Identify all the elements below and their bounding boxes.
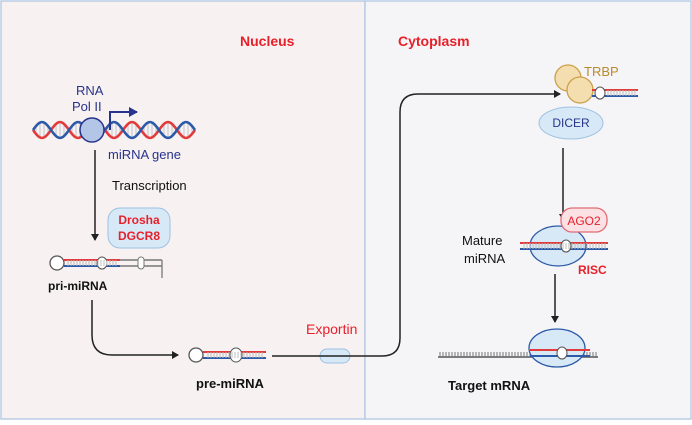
rna-polymerase-icon (79, 117, 105, 143)
cytoplasm-region (364, 0, 692, 420)
pre-mirna-label: pre-miRNA (196, 376, 265, 391)
exportin-label: Exportin (306, 321, 357, 337)
trbp-label: TRBP (584, 64, 619, 79)
target-mrna-label: Target mRNA (448, 378, 531, 393)
mirna-gene-label: miRNA gene (108, 147, 181, 162)
trbp-protein (554, 64, 594, 104)
pri-mirna-structure (49, 255, 163, 278)
target-bound-mirna (530, 346, 590, 360)
pri-mirna-label: pri-miRNA (48, 279, 108, 293)
ago2-protein (560, 207, 608, 233)
risc-on-target (528, 328, 586, 368)
dgcr8-label: DGCR8 (118, 229, 160, 243)
export-arrow (272, 90, 561, 357)
mature-mirna-strand (520, 239, 608, 253)
cytoplasm-label: Cytoplasm (398, 33, 470, 49)
dicer-label: DICER (552, 116, 590, 130)
risc-label: RISC (578, 263, 607, 277)
nucleus-label: Nucleus (240, 33, 295, 49)
ago2-label: AGO2 (567, 214, 601, 228)
rna-pol-label-line2: Pol II (72, 99, 102, 114)
dicer-bound-mirna (592, 86, 638, 100)
transcription-label: Transcription (112, 178, 187, 193)
pre-mirna-structure (188, 347, 266, 363)
nucleus-region (0, 0, 366, 420)
dna-strand-blue (31, 120, 197, 140)
dicer-protein (538, 106, 604, 140)
drosha-dgcr8-complex (107, 207, 171, 249)
dna-strand-red (31, 120, 197, 140)
transcription-start-arrow (109, 107, 138, 130)
rna-pol-label-line1: RNA (76, 83, 104, 98)
pri-to-pre-arrow (91, 300, 179, 359)
drosha-label: Drosha (118, 213, 160, 227)
mature-mirna-label-line1: Mature (462, 233, 502, 248)
mature-mirna-label-line2: miRNA (464, 251, 505, 266)
